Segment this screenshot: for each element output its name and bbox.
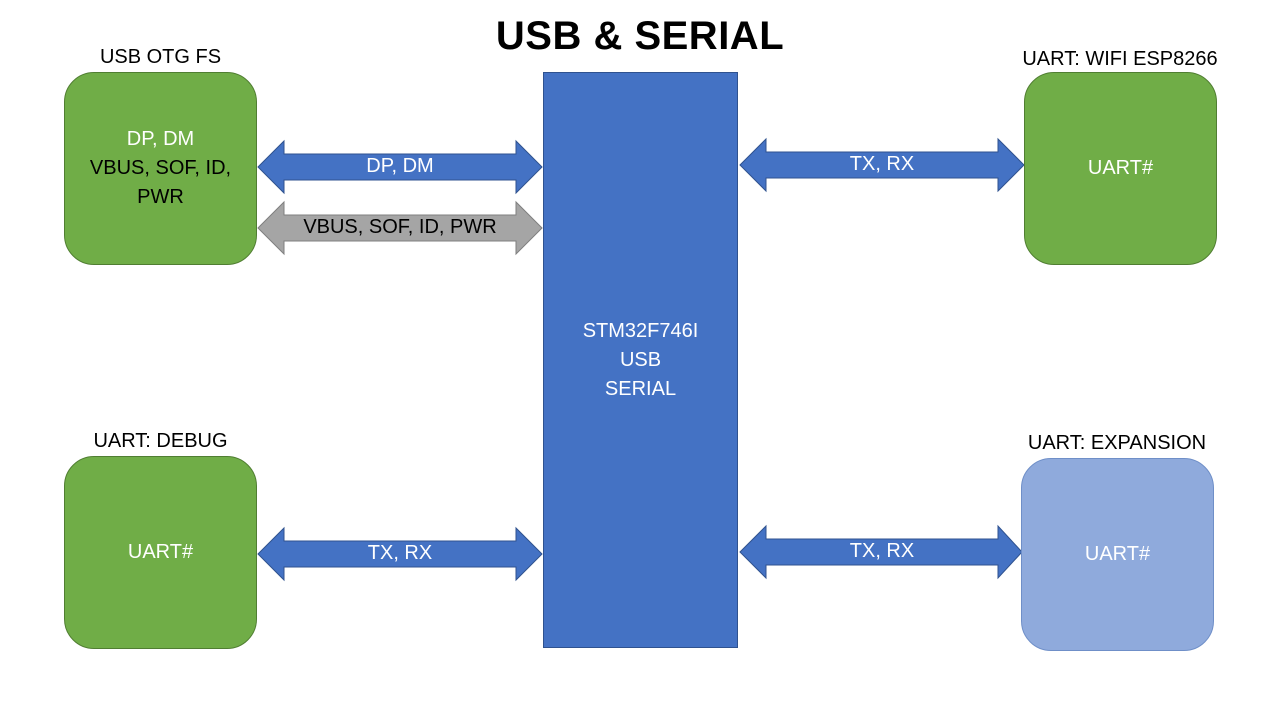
debug-uart-arrow [257,526,543,582]
uart-debug-block: UART# [64,456,257,649]
usb-otg-block: DP, DM VBUS, SOF, ID, PWR [64,72,257,265]
expansion-uart-arrow-label: TX, RX [849,540,915,562]
usb-data-arrow-label: DP, DM [366,155,434,177]
uart-expansion-label: UART: EXPANSION [1027,432,1207,454]
mcu-line-3: SERIAL [604,377,677,400]
uart-wifi-label: UART: WIFI ESP8266 [1022,48,1218,70]
debug-uart-arrow-label: TX, RX [367,542,433,564]
uart-wifi-line-1: UART# [1087,157,1154,179]
uart-debug-label: UART: DEBUG [93,430,228,452]
uart-wifi-block: UART# [1024,72,1217,265]
usb-otg-line-3: PWR [137,186,184,208]
usb-otg-line-2: VBUS, SOF, ID, [89,157,232,179]
wifi-uart-arrow-label: TX, RX [849,153,915,175]
usb-otg-line-1: DP, DM [126,128,195,150]
uart-expansion-block: UART# [1021,458,1214,651]
mcu-line-1: STM32F746I [582,319,699,342]
uart-expansion-line-1: UART# [1084,543,1151,565]
mcu-line-2: USB [619,348,662,371]
usb-otg-label: USB OTG FS [99,46,222,68]
usb-data-arrow [257,139,543,195]
stm32-usb-serial-block: STM32F746I USB SERIAL [543,72,738,648]
usb-control-arrow [257,200,543,256]
usb-control-arrow-label: VBUS, SOF, ID, PWR [303,216,497,238]
diagram-title: USB & SERIAL [495,14,785,58]
uart-debug-line-1: UART# [127,541,194,563]
